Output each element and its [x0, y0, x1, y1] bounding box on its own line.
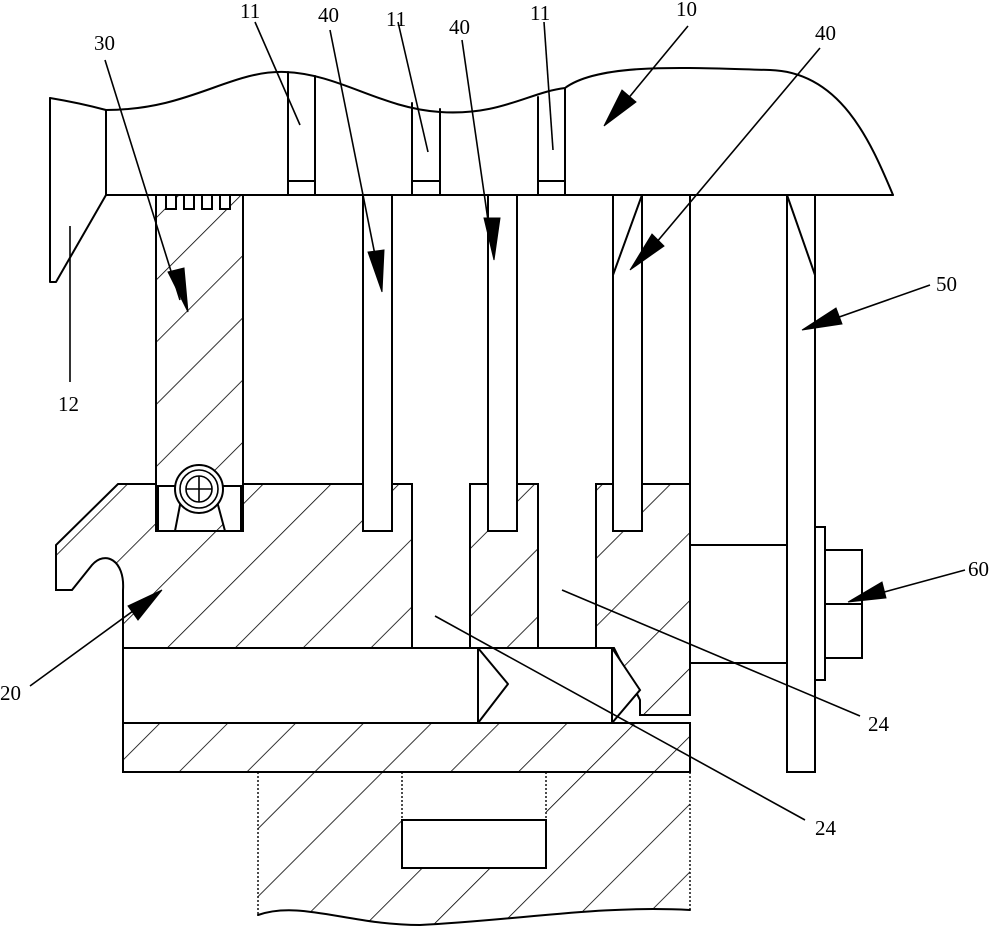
label-24-right: 24: [868, 712, 890, 736]
part-30: [156, 195, 243, 531]
label-24-bottom: 24: [815, 816, 837, 840]
label-11-c: 11: [530, 1, 550, 25]
label-12: 12: [58, 392, 79, 416]
label-40-b: 40: [449, 15, 470, 39]
label-11-a: 11: [240, 0, 260, 23]
base: [258, 772, 690, 925]
label-40-a: 40: [318, 3, 339, 27]
nut-60: [815, 527, 862, 680]
label-10: 10: [676, 0, 697, 21]
slots-11: [288, 72, 565, 195]
label-40-c: 40: [815, 21, 836, 45]
plate-50: [690, 195, 815, 772]
label-20: 20: [0, 681, 21, 705]
label-50: 50: [936, 272, 957, 296]
pins-40: [363, 195, 690, 531]
label-30: 30: [94, 31, 115, 55]
label-60: 60: [968, 557, 989, 581]
label-11-b: 11: [386, 7, 406, 31]
